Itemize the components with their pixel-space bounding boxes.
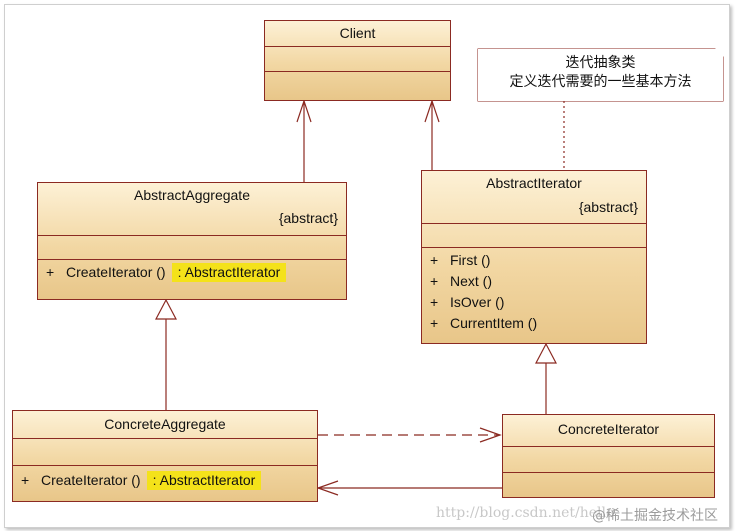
note-line: 迭代抽象类 [565,55,636,71]
class-concrete-aggregate-operations: + CreateIterator () : AbstractIterator [13,465,317,501]
operation-visibility: + [21,472,30,488]
class-abstract-iterator-name: AbstractIterator [486,175,582,191]
operation-return-type: : AbstractIterator [146,471,262,490]
operation-row: + IsOver () [430,294,504,310]
operation-row: + First () [430,252,490,268]
operation-row: + Next () [430,273,492,289]
class-abstract-iterator[interactable]: AbstractIterator {abstract} + First () + N… [421,170,647,344]
operation-name: CreateIterator () [41,472,141,488]
class-concrete-aggregate-attributes [13,438,317,465]
class-client[interactable]: Client [264,20,451,101]
operation-name: Next () [450,273,492,289]
note: 迭代抽象类 定义迭代需要的一些基本方法 [478,49,723,101]
operation-name: First () [450,252,491,268]
class-client-operations [265,71,450,100]
class-concrete-iterator[interactable]: ConcreteIterator [502,414,715,498]
operation-visibility: + [430,273,439,289]
class-abstract-iterator-stereotype: {abstract} [578,199,638,215]
operation-visibility: + [430,294,439,310]
class-abstract-aggregate[interactable]: AbstractAggregate {abstract} + CreateIter… [37,182,347,300]
operation-row: + CreateIterator () : AbstractIterator [46,263,287,282]
class-abstract-iterator-attributes [422,223,646,247]
watermark-site: @稀土掘金技术社区 [592,508,718,524]
operation-visibility: + [46,264,55,280]
operation-name: IsOver () [450,294,505,310]
note-text: 迭代抽象类 定义迭代需要的一些基本方法 [478,54,723,92]
class-client-attributes [265,46,450,71]
class-abstract-aggregate-name: AbstractAggregate [134,187,250,203]
operation-visibility: + [430,252,439,268]
operation-return-type: : AbstractIterator [171,263,287,282]
watermark-url: http://blog.csdn.net/hello [436,505,615,521]
class-abstract-iterator-operations: + First () + Next () + IsOver () + CurrentIt… [422,247,646,343]
class-abstract-aggregate-stereotype: {abstract} [278,210,338,226]
operation-name: CreateIterator () [66,264,166,280]
operation-visibility: + [430,315,439,331]
class-concrete-aggregate[interactable]: ConcreteAggregate + CreateIterator () : Ab… [12,410,318,502]
class-concrete-aggregate-name: ConcreteAggregate [104,416,226,432]
operation-row: + CurrentItem () [430,315,537,331]
class-concrete-iterator-attributes [503,446,714,472]
class-abstract-aggregate-attributes [38,235,346,259]
note-line: 定义迭代需要的一些基本方法 [509,74,692,90]
class-client-name: Client [339,25,376,41]
class-concrete-iterator-operations [503,472,714,497]
operation-row: + CreateIterator () : AbstractIterator [21,471,262,490]
class-abstract-aggregate-operations: + CreateIterator () : AbstractIterator [38,259,346,299]
class-concrete-iterator-name: ConcreteIterator [557,421,660,437]
operation-name: CurrentItem () [450,315,538,331]
